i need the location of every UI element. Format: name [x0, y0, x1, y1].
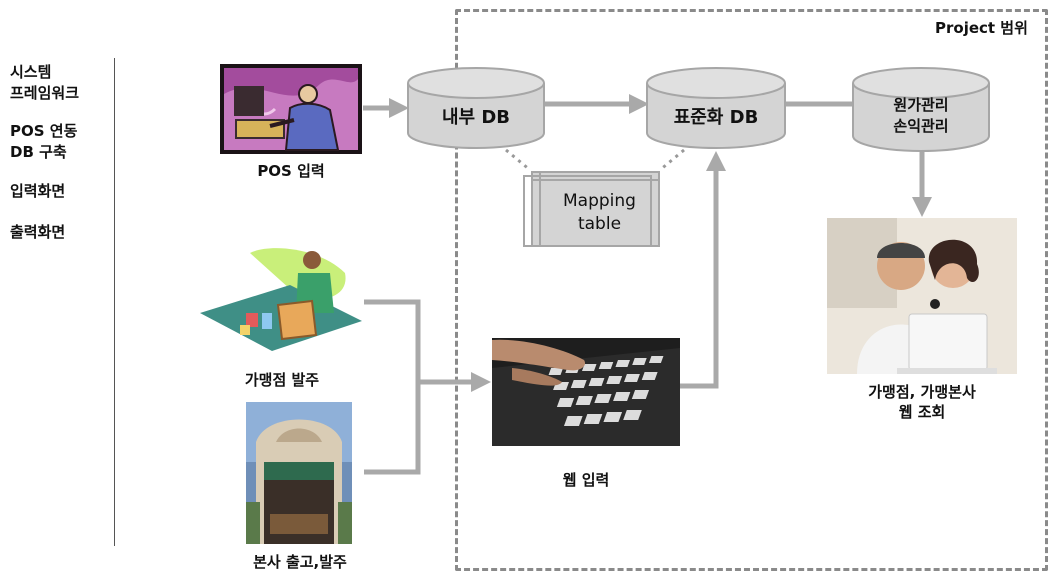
hq-shipping-caption: 본사 출고,발주	[253, 553, 347, 571]
sidebar-item-output-screen: 출력화면	[10, 223, 66, 241]
sidebar-item-framework: 시스템 프레임워크	[10, 63, 80, 102]
hq-store-image	[246, 402, 352, 544]
standard-db-label: 표준화 DB	[673, 107, 759, 128]
franchise-order-image	[200, 243, 362, 355]
sidebar-divider	[114, 58, 115, 546]
video-call-couple-image	[827, 218, 1017, 374]
internal-db-label: 내부 DB	[441, 107, 511, 128]
sidebar-item-input-screen: 입력화면	[10, 182, 66, 200]
dotted-link-standard-db	[659, 148, 685, 172]
keyboard-image	[492, 338, 680, 446]
video-call-couple-photo-icon	[827, 218, 1017, 374]
mapping-table-shape	[523, 171, 660, 247]
line-hq-shipping	[364, 382, 421, 475]
sidebar-item-pos-db: POS 연동 DB 구축	[10, 122, 78, 161]
store-front-photo-icon	[246, 402, 352, 544]
cost-db-cylinder	[852, 67, 990, 152]
cost-db-label: 원가관리 손익관리	[893, 96, 949, 135]
pos-operator-image	[220, 64, 362, 154]
project-scope-box	[455, 9, 1048, 571]
pos-operator-clipart-icon	[224, 68, 358, 151]
web-view-caption: 가맹점, 가맹본사 웹 조회	[868, 383, 976, 421]
keyboard-photo-icon	[492, 338, 680, 446]
line-franchise-order	[364, 299, 421, 382]
arrow-web-input-to-standard-db	[680, 151, 726, 389]
pos-input-caption: POS 입력	[257, 162, 325, 180]
standard-db-cylinder	[646, 67, 786, 149]
dotted-link-internal-db	[505, 148, 531, 172]
internal-db-cylinder	[407, 67, 545, 149]
mapping-table-label: Mapping table	[563, 191, 636, 234]
project-scope-label: Project 범위	[935, 19, 1028, 37]
web-input-caption: 웹 입력	[562, 471, 610, 489]
franchise-order-caption: 가맹점 발주	[244, 371, 320, 389]
shopper-clipart-icon	[200, 248, 362, 351]
